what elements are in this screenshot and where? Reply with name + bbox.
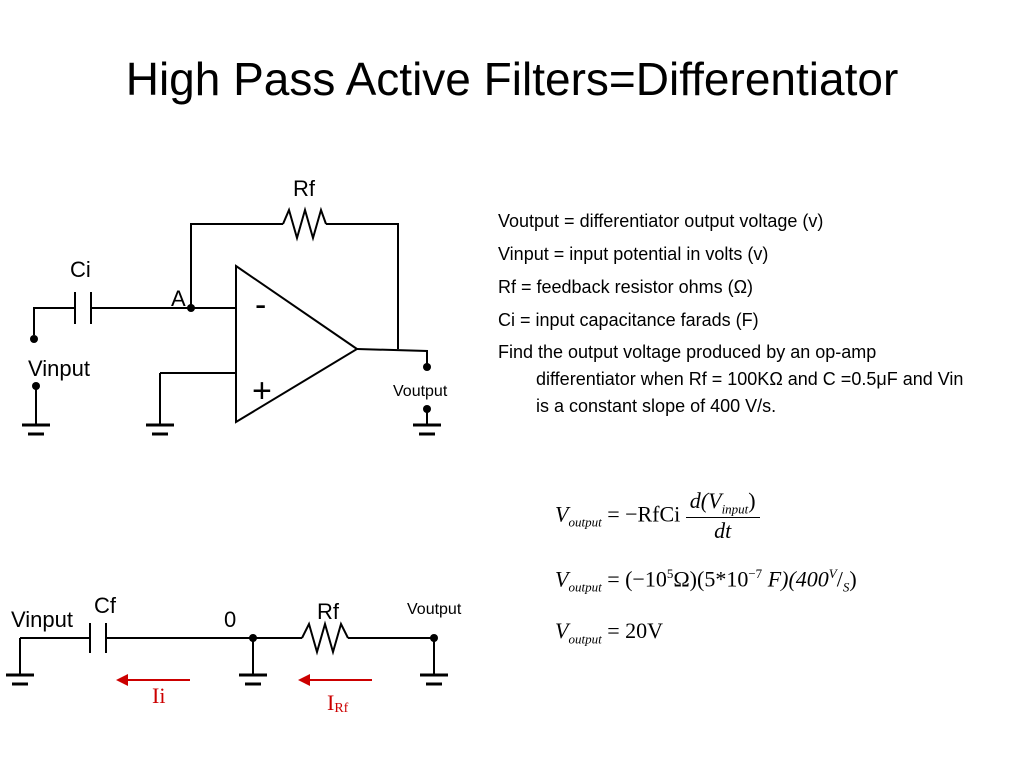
ci-label: Ci: [70, 257, 91, 282]
equation-2: Voutput = (−105Ω)(5*10−7 F)(400V/S): [555, 566, 857, 595]
output-wire: [356, 348, 428, 367]
noninverting-sign: +: [252, 372, 272, 410]
vinput-terminal-bottom: [32, 382, 40, 390]
vinput-terminal-top: [30, 335, 38, 343]
irf-arrow-head: [298, 674, 310, 686]
ground-symbol-bottom-vinput: [6, 673, 34, 686]
bottom-node0-dot: [249, 634, 257, 642]
node-zero-label: 0: [224, 607, 236, 632]
ii-label: Ii: [152, 683, 165, 708]
definition-voutput: Voutput = differentiator output voltage …: [498, 211, 824, 231]
bottom-rf-label: Rf: [317, 599, 340, 624]
voutput-label: Voutput: [393, 383, 448, 400]
problem-statement: Find the output voltage produced by an o…: [498, 342, 964, 416]
ci-left-wire: [33, 307, 75, 335]
bottom-voutput-label: Voutput: [407, 601, 462, 618]
ii-arrow-head: [116, 674, 128, 686]
node-a-label: A: [171, 286, 186, 311]
definition-rf: Rf = feedback resistor ohms (Ω): [498, 277, 754, 297]
irf-label: IRf: [327, 690, 349, 716]
definitions-list: Voutput = differentiator output voltage …: [498, 205, 968, 420]
ground-symbol-vinput: [22, 423, 50, 436]
inverting-sign: -: [255, 286, 266, 324]
feedback-wire-right: [326, 223, 399, 349]
ground-symbol-opamp: [146, 423, 174, 436]
node-a-dot: [187, 304, 195, 312]
bottom-vinput-label: Vinput: [11, 607, 73, 632]
ground-symbol-bottom-node0: [239, 673, 267, 686]
voutput-terminal-bottom: [423, 405, 431, 413]
ground-symbol-voutput: [413, 423, 441, 436]
equation-3: Voutput = 20V: [555, 618, 663, 647]
voutput-terminal-top: [423, 363, 431, 371]
equation-1: Voutput = −RfCi d(Vinput)dt: [555, 488, 975, 544]
definition-vinput: Vinput = input potential in volts (v): [498, 244, 769, 264]
definition-ci: Ci = input capacitance farads (F): [498, 310, 759, 330]
feedback-wire-left: [190, 223, 283, 308]
page-title: High Pass Active Filters=Differentiator: [125, 53, 899, 105]
rf-label: Rf: [293, 176, 316, 201]
ground-symbol-bottom-voutput: [420, 673, 448, 686]
bottom-voutput-dot: [430, 634, 438, 642]
rf-resistor: [282, 206, 327, 242]
vinput-label: Vinput: [28, 356, 90, 381]
op-amp-triangle: [235, 264, 359, 424]
cf-label: Cf: [94, 593, 117, 618]
bottom-rf-resistor: [301, 620, 349, 656]
